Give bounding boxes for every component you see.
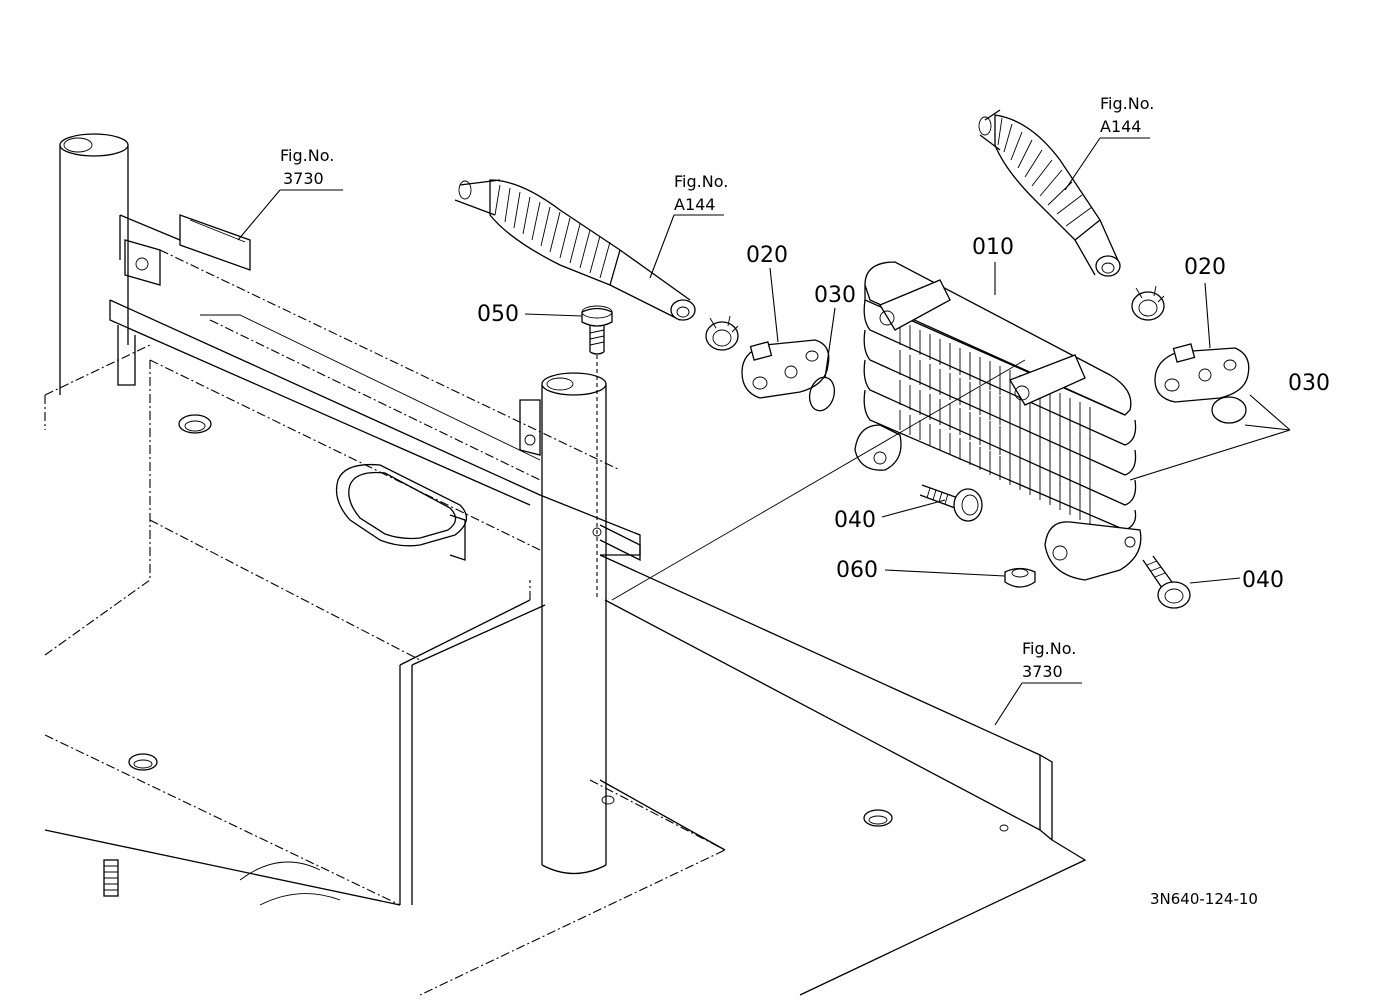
oil-cooler: [854, 261, 1142, 581]
svg-text:Fig.No.: Fig.No.: [280, 146, 334, 165]
callout-050: 050: [477, 302, 519, 327]
figure-ref-a144-left[interactable]: Fig.No. A144: [674, 172, 728, 214]
callout-040-right: 040: [1242, 568, 1284, 593]
bolt-040-left: [919, 484, 983, 522]
nut-060: [1004, 567, 1036, 588]
hose-clamp-left: [705, 315, 739, 351]
svg-text:Fig.No.: Fig.No.: [1100, 94, 1154, 113]
hose-clamp-right: [1131, 285, 1165, 321]
figure-ref-3730-top[interactable]: Fig.No. 3730: [280, 146, 334, 188]
bolt-040-right: [1142, 555, 1191, 609]
flange-fitting-right: [1154, 343, 1250, 403]
leader-lines: [237, 137, 1291, 726]
callout-030-left: 030: [814, 283, 856, 308]
callout-020-left: 020: [746, 243, 788, 268]
callout-040-left: 040: [834, 508, 876, 533]
bolt-050: [581, 305, 613, 355]
o-ring-left: [808, 376, 836, 412]
callout-010: 010: [972, 235, 1014, 260]
callout-060: 060: [836, 558, 878, 583]
svg-text:Fig.No.: Fig.No.: [674, 172, 728, 191]
svg-text:3730: 3730: [1022, 662, 1063, 681]
callout-030-right: 030: [1288, 371, 1330, 396]
hose-right: [978, 109, 1121, 277]
callout-020-right: 020: [1184, 255, 1226, 280]
chassis-frame: [44, 133, 1087, 996]
o-ring-right: [1211, 396, 1247, 424]
svg-text:Fig.No.: Fig.No.: [1022, 639, 1076, 658]
document-id: 3N640-124-10: [1150, 890, 1258, 908]
hose-left: [454, 179, 696, 321]
svg-text:A144: A144: [1100, 117, 1141, 136]
figure-ref-a144-right[interactable]: Fig.No. A144: [1100, 94, 1154, 136]
flange-fitting-left: [741, 339, 830, 399]
svg-text:A144: A144: [674, 195, 715, 214]
figure-ref-3730-bottom[interactable]: Fig.No. 3730: [1022, 639, 1076, 681]
svg-text:3730: 3730: [283, 169, 324, 188]
